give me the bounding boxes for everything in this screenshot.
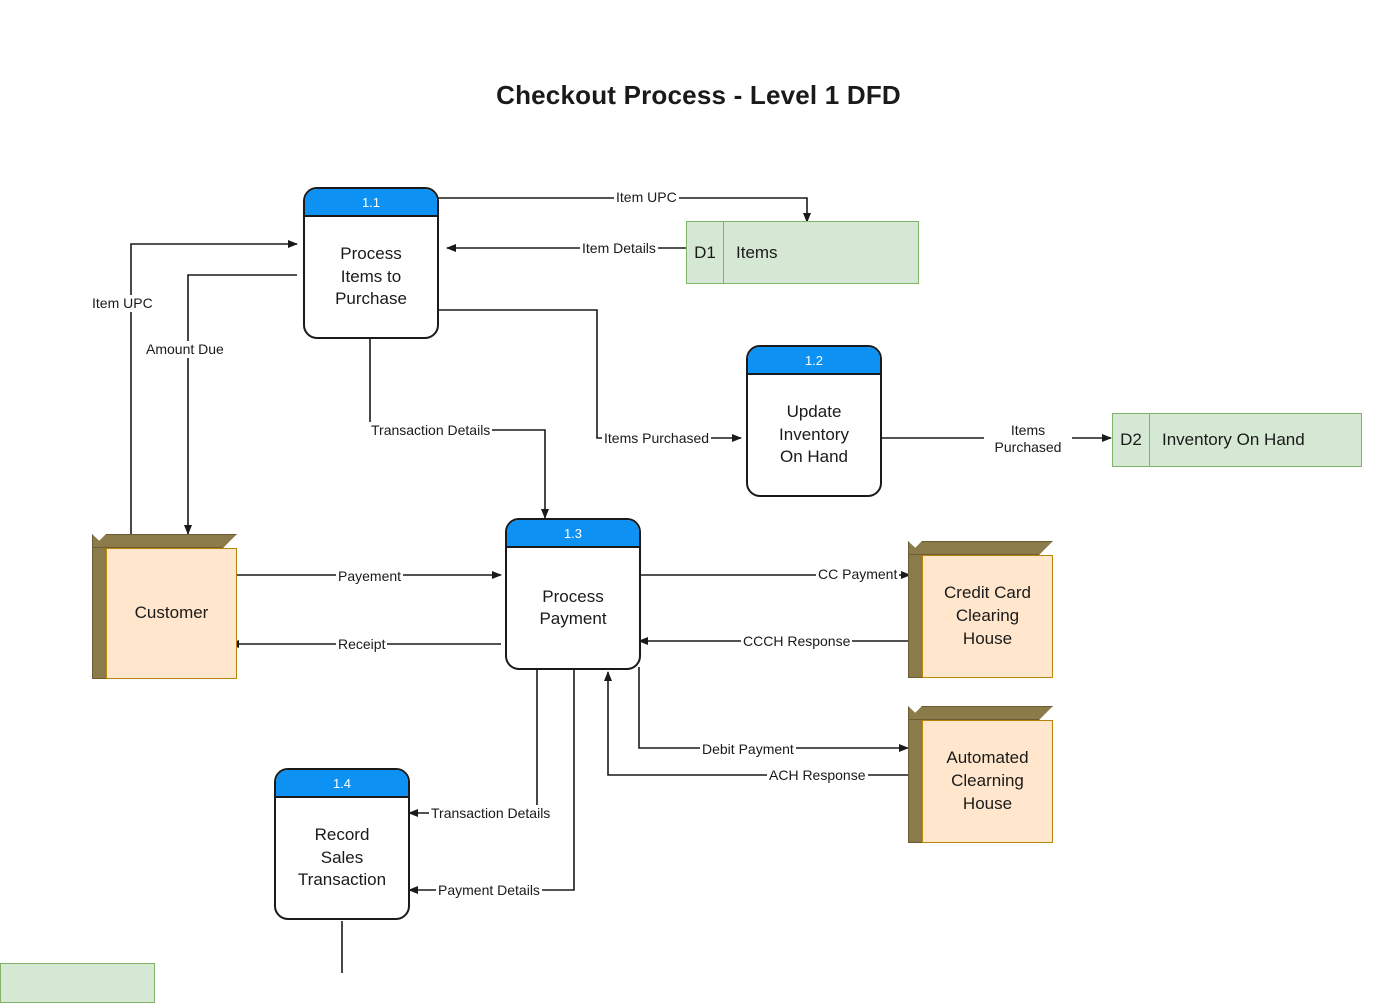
entity-customer-top	[92, 534, 237, 548]
entity-ccch-label: Credit Card Clearing House	[922, 555, 1053, 678]
flow-label-ccch-response: CCCH Response	[741, 633, 853, 650]
flow-label-debit-payment: Debit Payment	[700, 741, 796, 758]
flow-label-items-purchased-1: Items Purchased	[602, 430, 712, 447]
datastore-d1[interactable]: D1 Items	[686, 221, 919, 284]
flow-label-payement: Payement	[336, 568, 404, 585]
flow-line-item-upc-store	[438, 197, 811, 223]
flow-line-item-upc-cust	[130, 240, 298, 540]
entity-customer-side	[92, 534, 107, 679]
flow-label-receipt: Receipt	[336, 636, 388, 653]
process-1-3[interactable]: 1.3 Process Payment	[505, 518, 641, 670]
process-1-2-line3: On Hand	[779, 447, 849, 467]
datastore-d2-label: Inventory On Hand	[1162, 430, 1305, 449]
process-1-2-line1: Update	[786, 402, 842, 422]
entity-ccch-side	[908, 541, 923, 678]
process-1-3-id: 1.3	[507, 520, 639, 548]
entity-automated-clearing-house[interactable]: Automated Clearning House	[908, 706, 1053, 843]
entity-customer[interactable]: Customer	[92, 534, 237, 679]
entity-credit-card-clearing-house[interactable]: Credit Card Clearing House	[908, 541, 1053, 678]
flow-label-items-purchased-2: Items Purchased	[984, 422, 1072, 456]
flow-line-items-purchased-1	[438, 309, 742, 442]
dfd-canvas: Checkout Process - Level 1 DFD	[0, 80, 1362, 1003]
process-1-1-label: Process Items to Purchase	[305, 217, 437, 337]
process-1-1-line1: Process	[340, 244, 402, 264]
entity-ach-top	[908, 706, 1053, 720]
flow-label-ach-response: ACH Response	[767, 767, 868, 784]
page-title: Checkout Process - Level 1 DFD	[496, 80, 901, 110]
entity-ach-label: Automated Clearning House	[922, 720, 1053, 843]
flow-label-cc-payment: CC Payment	[816, 566, 900, 583]
flow-line-debit-payment	[638, 667, 909, 752]
entity-ach-side	[908, 706, 923, 843]
entity-ach-line1: Automated	[946, 748, 1029, 768]
flow-label-item-upc-store: Item UPC	[614, 189, 679, 206]
flow-label-payment-details: Payment Details	[436, 882, 542, 899]
flow-line-amount-due	[184, 274, 297, 535]
flow-line-transaction-details-14	[408, 667, 538, 817]
flow-label-items-purchased-2-line2: Purchased	[994, 438, 1062, 455]
entity-ccch-top	[908, 541, 1053, 555]
process-1-4-label: Record Sales Transaction	[276, 798, 408, 918]
entity-ach-line2: Clearning	[951, 771, 1024, 791]
process-1-4-line1: Record	[314, 825, 370, 845]
process-1-1[interactable]: 1.1 Process Items to Purchase	[303, 187, 439, 339]
process-1-2[interactable]: 1.2 Update Inventory On Hand	[746, 345, 882, 497]
process-1-2-line2: Inventory	[779, 424, 849, 444]
process-1-2-label: Update Inventory On Hand	[748, 375, 880, 495]
process-1-1-id: 1.1	[305, 189, 437, 217]
entity-ccch-line3: House	[962, 628, 1013, 648]
flow-line-ach-response	[604, 671, 908, 776]
flow-connector-layer	[130, 197, 1112, 973]
entity-ccch-line2: Clearing	[955, 606, 1020, 626]
process-1-4-line2: Sales	[320, 847, 364, 867]
process-1-4-line3: Transaction	[297, 870, 387, 890]
process-1-3-line2: Payment	[539, 609, 607, 628]
process-1-1-line3: Purchase	[335, 289, 407, 309]
flow-label-item-upc-cust: Item UPC	[90, 295, 155, 312]
entity-customer-label: Customer	[106, 548, 237, 679]
entity-ccch-line1: Credit Card	[944, 583, 1031, 603]
flow-label-items-purchased-2-line1: Items	[1010, 422, 1046, 438]
process-1-2-id: 1.2	[748, 347, 880, 375]
process-1-1-line2: Items to	[340, 266, 402, 286]
datastore-d2[interactable]: D2 Inventory On Hand	[1112, 413, 1362, 467]
process-1-4-id: 1.4	[276, 770, 408, 798]
flow-label-transaction-details-13: Transaction Details	[369, 422, 493, 439]
datastore-partial-bottom[interactable]	[0, 963, 155, 1003]
datastore-d1-id: D1	[687, 222, 724, 283]
entity-ach-line3: House	[962, 793, 1013, 813]
datastore-d2-id: D2	[1113, 414, 1150, 466]
flow-label-amount-due: Amount Due	[144, 341, 226, 358]
process-1-4[interactable]: 1.4 Record Sales Transaction	[274, 768, 410, 920]
datastore-d1-label: Items	[736, 242, 778, 262]
flow-label-transaction-details-14: Transaction Details	[429, 805, 553, 822]
process-1-3-label: Process Payment	[507, 548, 639, 668]
flow-label-item-details: Item Details	[580, 240, 658, 257]
process-1-3-line1: Process	[542, 586, 604, 606]
flow-line-payment-details	[408, 667, 575, 894]
